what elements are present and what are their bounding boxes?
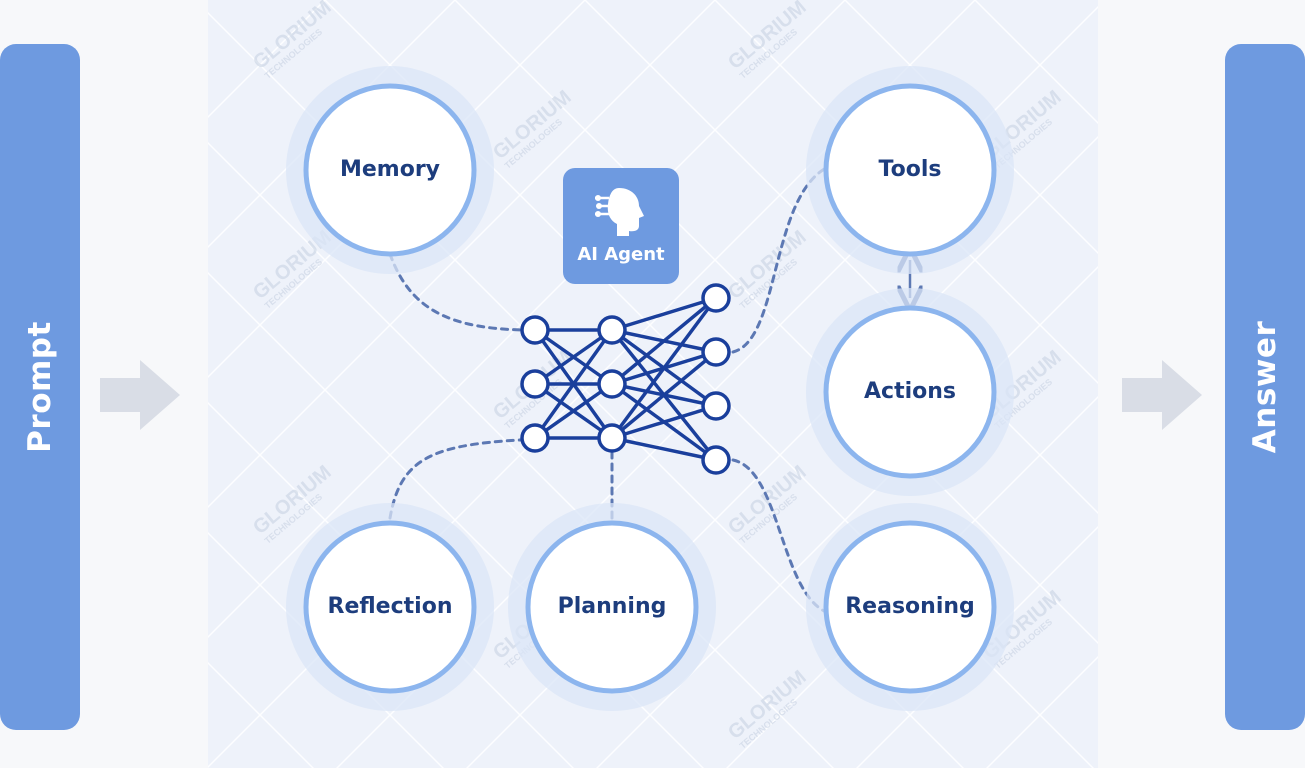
node-label-reasoning: Reasoning <box>845 594 975 619</box>
prompt-to-agent-arrow <box>100 360 180 430</box>
network-edge <box>611 296 717 332</box>
network-node <box>597 423 627 453</box>
network-node <box>701 283 731 313</box>
neural-network-icon <box>520 283 731 475</box>
network-edge <box>610 350 718 440</box>
network-node <box>520 423 550 453</box>
network-node <box>701 337 731 367</box>
network-node <box>701 445 731 475</box>
node-circle <box>303 83 477 257</box>
ai-agent-label: AI Agent <box>577 244 665 265</box>
link-reflection-network <box>388 438 522 520</box>
node-label-planning: Planning <box>557 594 667 619</box>
answer-label: Answer <box>1247 320 1283 454</box>
node-label-memory: Memory <box>339 157 441 182</box>
prompt-panel: Prompt <box>0 44 80 730</box>
network-node <box>701 391 731 421</box>
node-memory <box>286 66 494 274</box>
node-tools <box>806 66 1014 274</box>
network-edge <box>533 328 614 386</box>
network-edge <box>610 296 718 440</box>
link-memory-network <box>388 252 524 332</box>
prompt-label: Prompt <box>22 321 58 453</box>
network-node <box>520 315 550 345</box>
network-edge <box>610 296 718 386</box>
node-label-actions: Actions <box>864 379 956 404</box>
node-circle <box>303 520 477 694</box>
answer-panel: Answer <box>1225 44 1305 730</box>
network-node <box>520 369 550 399</box>
network-edge <box>611 436 717 462</box>
network-edge <box>533 382 614 440</box>
node-label-reflection: Reflection <box>327 594 453 619</box>
link-network-tools <box>731 166 828 354</box>
network-edge <box>533 328 614 440</box>
network-edge <box>611 404 717 440</box>
node-circle <box>823 520 997 694</box>
ai-head-icon <box>595 188 644 236</box>
node-circle <box>823 305 997 479</box>
node-label-tools: Tools <box>878 157 942 182</box>
node-planning <box>508 503 716 711</box>
network-node <box>597 315 627 345</box>
node-reasoning <box>806 503 1014 711</box>
link-network-reasoning <box>731 458 828 614</box>
agent-to-answer-arrow <box>1122 360 1202 430</box>
node-reflection <box>286 503 494 711</box>
node-circle <box>823 83 997 257</box>
network-node <box>597 369 627 399</box>
node-actions <box>806 288 1014 496</box>
ai-agent-badge: AI Agent <box>563 168 679 284</box>
node-circle <box>525 520 699 694</box>
